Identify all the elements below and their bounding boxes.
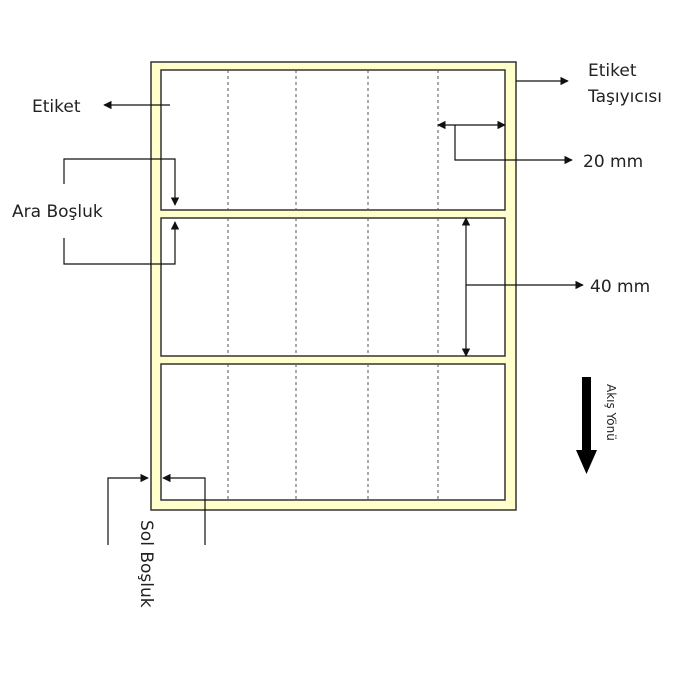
width-label: 20 mm [583, 152, 643, 172]
label-row [160, 69, 506, 211]
etiket-label: Etiket [32, 97, 81, 117]
flow-direction-label: Akış Yönü [604, 384, 618, 441]
left-margin-label: Sol Boşluk [136, 520, 156, 608]
label-rows [160, 69, 506, 501]
dimension-arrows [63, 76, 584, 545]
perforation-lines [227, 70, 439, 500]
flow-direction-arrow-icon [576, 377, 597, 474]
left-margin-bracket-right [162, 473, 206, 545]
gap-label: Ara Boşluk [12, 202, 103, 222]
carrier-label-line1: Etiket [588, 61, 637, 81]
label-row [160, 217, 506, 357]
gap-bracket-bottom [63, 221, 180, 265]
label-row [160, 363, 506, 501]
height-label: 40 mm [590, 277, 650, 297]
gap-bracket-top [63, 158, 180, 206]
width-callout-line [454, 125, 573, 165]
carrier-label-line2: Taşıyıcısı [587, 87, 662, 107]
left-margin-bracket-left [107, 473, 149, 545]
